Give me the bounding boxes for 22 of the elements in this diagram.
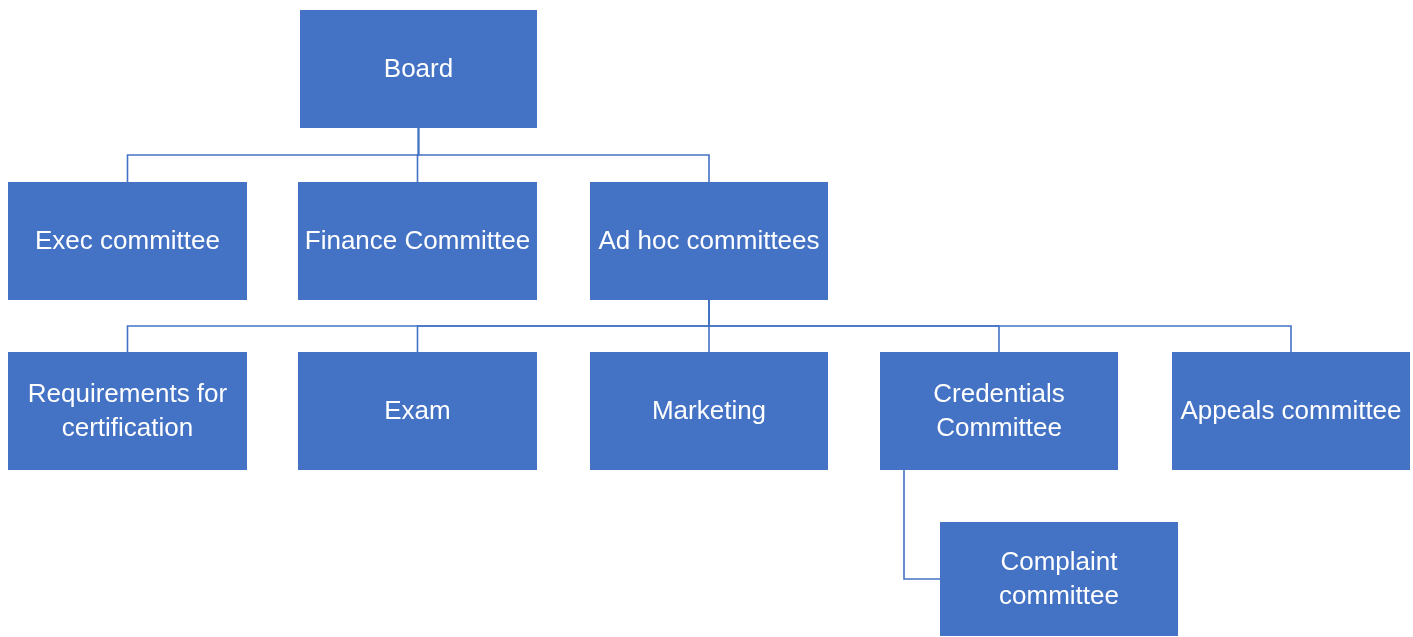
org-box [590, 352, 828, 470]
box-label: Requirements for certification [26, 377, 229, 444]
box-label: Marketing [651, 394, 767, 428]
org-box [880, 352, 1118, 470]
org-box [590, 182, 828, 300]
box-label: Credentials Committee [932, 377, 1066, 444]
org-box [298, 182, 537, 300]
connector-line [417, 127, 710, 183]
org-box [1172, 352, 1410, 470]
org-box [940, 522, 1178, 636]
box-label: Complaint committee [998, 545, 1120, 612]
box-label: Exam [384, 394, 451, 428]
org-box [298, 352, 537, 470]
connector-line [903, 469, 941, 580]
box-label: Ad hoc committees [598, 224, 820, 258]
org-box [8, 182, 247, 300]
box-label: Board [383, 52, 454, 86]
box-label: Appeals committee [1180, 394, 1402, 428]
org-box [8, 352, 247, 470]
box-label: Finance Committee [304, 224, 531, 258]
org-box [300, 10, 537, 128]
box-label: Exec committee [35, 224, 220, 258]
